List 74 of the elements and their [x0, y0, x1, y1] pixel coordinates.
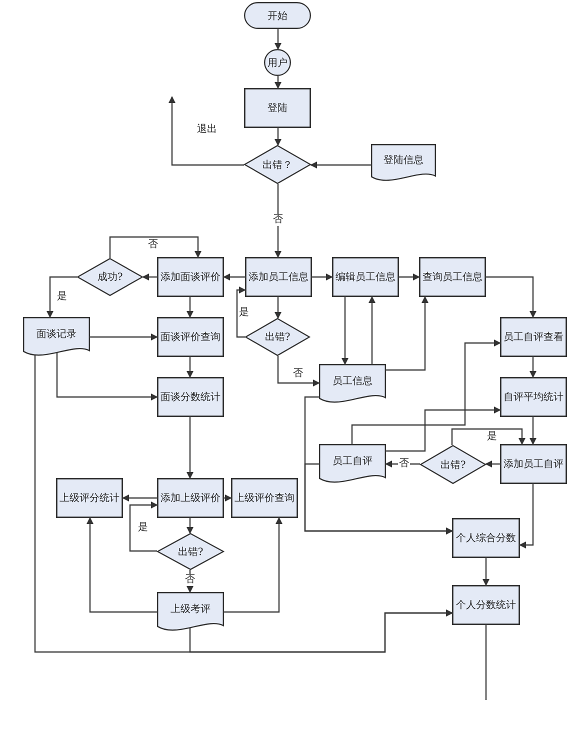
- arrow: [482, 558, 490, 586]
- process-box: 添加上级评价: [157, 478, 224, 518]
- arrow: [142, 274, 157, 280]
- process-box: 添加员工自评: [500, 444, 567, 484]
- arrow: [274, 297, 282, 319]
- edge-label: 是: [486, 431, 498, 443]
- arrow: [530, 417, 536, 445]
- arrow: [304, 463, 453, 534]
- arrow: [224, 494, 232, 502]
- edge-label: 否: [272, 214, 284, 226]
- arrow: [168, 96, 244, 166]
- arrow: [274, 128, 282, 146]
- arrow: [274, 76, 282, 89]
- arrow: [386, 296, 428, 371]
- arrow: [186, 417, 194, 479]
- arrow: [224, 517, 282, 613]
- arrow: [312, 274, 333, 280]
- arrow: [310, 162, 371, 168]
- terminal-shape: 开始: [244, 2, 311, 29]
- decision-diamond: 出错？: [244, 145, 311, 184]
- arrow: [186, 518, 194, 534]
- arrow: [46, 276, 77, 318]
- decision-diamond: 出错?: [420, 445, 486, 484]
- arrow: [109, 236, 202, 258]
- arrow: [86, 517, 157, 613]
- arrow: [277, 356, 320, 386]
- process-box: 面谈评价查询: [157, 317, 224, 357]
- arrow: [399, 274, 420, 280]
- arrow: [386, 406, 501, 452]
- arrow: [274, 184, 282, 258]
- arrow: [189, 610, 453, 653]
- process-box: 编辑员工信息: [332, 257, 399, 297]
- process-box: 员工自评查看: [500, 317, 567, 357]
- arrow: [223, 274, 245, 280]
- process-box: 添加员工信息: [245, 257, 312, 297]
- arrow: [186, 297, 194, 318]
- arrow: [485, 460, 500, 468]
- arrow: [129, 502, 158, 552]
- process-box: 自评平均统计: [500, 377, 567, 417]
- arrow: [90, 334, 158, 340]
- process-box: 个人综合分数: [452, 518, 520, 558]
- connector-circle: 用户: [264, 49, 291, 76]
- arrow: [56, 352, 158, 400]
- edge-label: 否: [147, 239, 159, 251]
- decision-diamond: 出错?: [245, 318, 310, 356]
- arrow: [451, 428, 526, 445]
- arrow: [342, 297, 348, 365]
- document-shape: 登陆信息: [371, 144, 436, 184]
- arrow: [519, 484, 534, 548]
- decision-diamond: 出错?: [157, 533, 224, 570]
- process-box: 面谈分数统计: [157, 377, 224, 417]
- arrow: [486, 276, 536, 318]
- arrow: [186, 357, 194, 378]
- edge-label: 是: [56, 291, 68, 303]
- arrow: [122, 494, 157, 502]
- process-box: 查询员工信息: [419, 257, 486, 297]
- arrow: [530, 357, 536, 378]
- process-box: 上级评价查询: [231, 478, 298, 518]
- edge-label: 否: [292, 368, 304, 380]
- process-box: 个人分数统计: [452, 585, 520, 625]
- edge-label: 是: [238, 307, 250, 319]
- arrow: [385, 460, 420, 468]
- arrow: [351, 340, 501, 444]
- edge-label: 否: [398, 458, 410, 470]
- process-box: 添加面谈评价: [157, 257, 224, 297]
- process-box: 登陆: [244, 88, 311, 128]
- arrow: [274, 29, 282, 50]
- process-box: 上级评分统计: [56, 478, 123, 518]
- arrow: [368, 296, 376, 364]
- decision-diamond: 成功?: [77, 258, 143, 296]
- edge-label: 是: [137, 522, 149, 534]
- edge-label: 退出: [196, 124, 218, 136]
- edge-label: 否: [184, 574, 196, 586]
- arrow: [236, 286, 246, 338]
